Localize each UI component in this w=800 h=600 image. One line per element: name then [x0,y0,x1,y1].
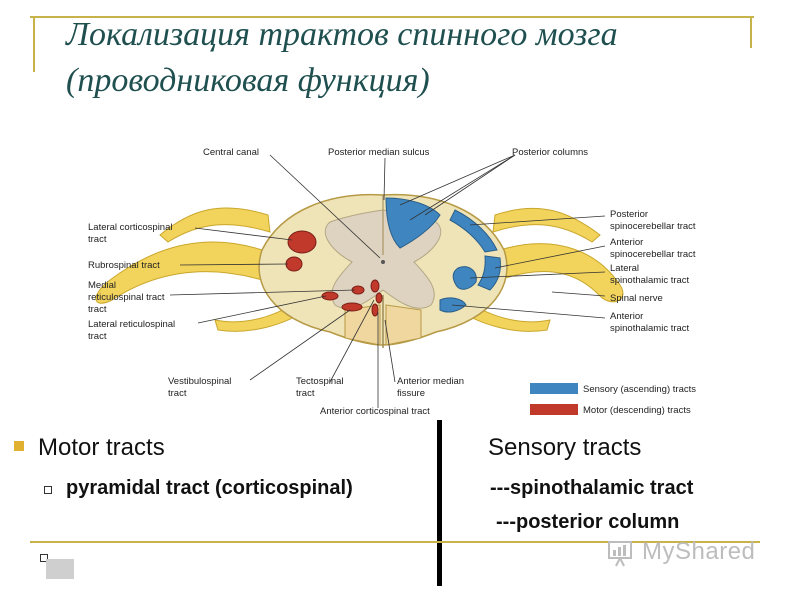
anterior-spinocerebellar-tract [477,255,501,291]
slide-title-line2: (проводниковая функция) [66,62,430,99]
left-spinal-nerve [95,241,263,304]
watermark-text: MyShared [642,538,756,565]
label-posterior-columns: Posterior columns [512,147,588,158]
label-vestibulospinal-2: tract [168,388,187,399]
lateral-reticulospinal-tract [321,291,339,301]
label-medial-reticulospinal-2: reticulospinal tract [88,292,165,303]
posterior-columns-tract [385,197,441,249]
legend-motor-swatch [530,404,578,415]
label-anterior-median-1: Anterior median [397,376,464,387]
label-anterior-spinothalamic-1: Anterior [610,311,643,322]
tectospinal-tract-1 [370,279,380,293]
legend-motor-label: Motor (descending) tracts [583,405,691,416]
leader-lines [169,154,606,408]
label-lateral-reticulospinal-2: tract [88,331,107,342]
label-spinal-nerve: Spinal nerve [610,293,663,304]
label-anterior-spinothalamic-2: spinothalamic tract [610,323,690,334]
vestibulospinal-tract [341,302,363,312]
right-spinal-nerve [499,243,624,303]
main-bullet [14,441,24,451]
bottom-rule [30,541,760,543]
label-anterior-median-2: fissure [397,388,425,399]
label-tectospinal-1: Tectospinal [296,376,344,387]
frame-right-line [750,16,752,48]
legend-sensory-label: Sensory (ascending) tracts [583,384,696,395]
column-divider [437,420,442,586]
label-posterior-spinocerebellar-2: spinocerebellar tract [610,221,696,232]
frame-left-line [33,16,35,72]
lateral-corticospinal-tract [287,230,317,254]
label-medial-reticulospinal-1: Medial [88,280,116,291]
label-lateral-reticulospinal-1: Lateral reticulospinal [88,319,175,330]
label-anterior-spinocerebellar-2: spinocerebellar tract [610,249,696,260]
spinal-cord-diagram: Central canal Posterior median sulcus Po… [88,147,696,417]
frame-top-line [30,16,754,18]
pyramidal-tract-text: pyramidal tract (corticospinal) [66,477,353,499]
rubrospinal-tract [285,256,303,272]
left-ventral-root [214,299,311,332]
empty-placeholder-box [46,559,74,579]
right-dorsal-root [492,207,601,243]
slide-title-line1: Локализация трактов спинного мозга [66,16,618,53]
left-dorsal-root [159,207,271,243]
label-anterior-spinocerebellar-1: Anterior [610,237,643,248]
sub-bullet-empty [40,554,48,562]
lateral-spinothalamic-tract [452,266,477,290]
label-rubrospinal: Rubrospinal tract [88,260,160,271]
sensory-tracts-heading: Sensory tracts [488,434,642,461]
posterior-column-text: ---posterior column [496,511,680,533]
label-posterior-median-sulcus: Posterior median sulcus [328,147,430,158]
spinothalamic-tract-text: ---spinothalamic tract [490,477,694,499]
watermark-logo-icon [608,541,632,567]
anterior-funiculus-right [385,304,422,346]
label-lateral-corticospinal-2: tract [88,234,107,245]
legend-sensory-swatch [530,383,578,394]
label-posterior-spinocerebellar-1: Posterior [610,209,648,220]
motor-tracts-heading: Motor tracts [38,434,165,461]
slide-title: Локализация трактов спинного мозга (пров… [66,12,766,104]
anterior-funiculus-left [344,304,381,346]
anterior-corticospinal-tract [371,303,379,317]
label-central-canal: Central canal [203,147,259,158]
label-vestibulospinal-1: Vestibulospinal [168,376,231,387]
label-anterior-corticospinal: Anterior corticospinal tract [320,406,430,417]
sub-bullet-pyramidal [44,486,52,494]
label-lateral-corticospinal-1: Lateral corticospinal [88,222,173,233]
posterior-spinocerebellar-tract [449,209,498,253]
label-medial-reticulospinal-3: tract [88,304,107,315]
label-lateral-spinothalamic-2: spinothalamic tract [610,275,690,286]
label-lateral-spinothalamic-1: Lateral [610,263,639,274]
central-canal [381,260,385,264]
label-tectospinal-2: tract [296,388,315,399]
tectospinal-tract-2 [375,292,383,304]
